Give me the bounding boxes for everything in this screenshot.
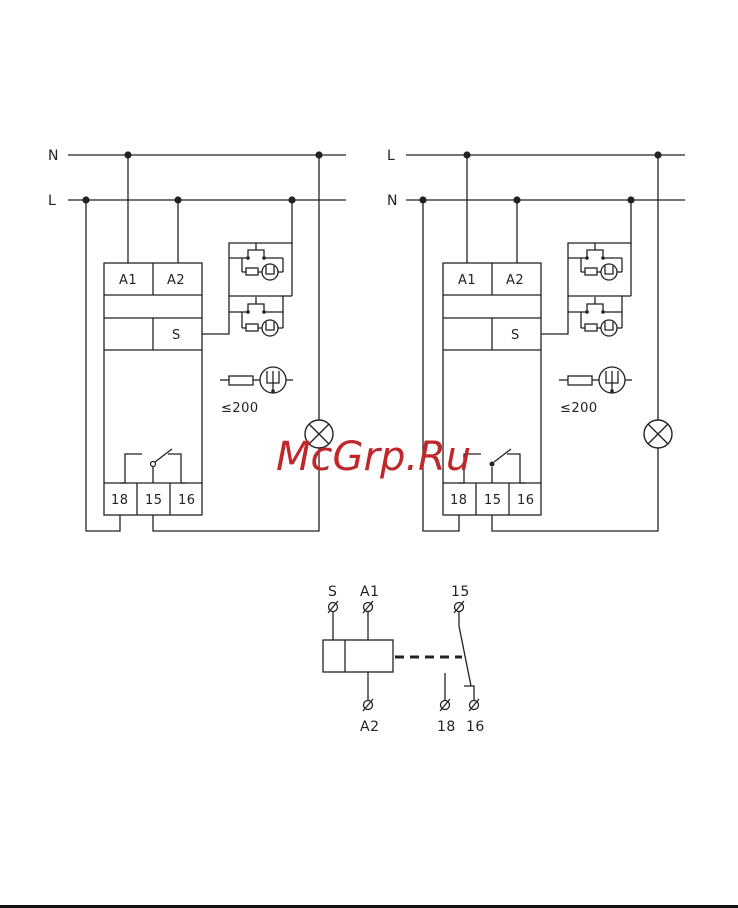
relay-coil <box>323 640 393 672</box>
left-terminal-16: 16 <box>178 493 196 508</box>
right-pushbutton-1 <box>568 243 622 280</box>
terminal-marker-a2 <box>363 699 373 711</box>
symbol-label-16: 16 <box>466 719 485 735</box>
relay-symbol: S A1 15 A2 <box>323 584 485 735</box>
terminal-marker-a1 <box>363 601 373 613</box>
right-terminal-18: 18 <box>450 493 468 508</box>
left-pushbutton-1 <box>229 243 283 280</box>
left-terminal-18: 18 <box>111 493 129 508</box>
left-rail-top-label: N <box>48 148 59 164</box>
left-rail-bottom-label: L <box>48 193 56 209</box>
terminal-marker-16 <box>469 699 479 711</box>
left-terminal-15: 15 <box>145 493 163 508</box>
symbol-label-15: 15 <box>451 584 470 600</box>
symbol-label-a1: A1 <box>360 584 379 600</box>
terminal-marker-18 <box>440 699 450 711</box>
right-rail-top-label: L <box>387 148 395 164</box>
watermark-text: McGrp.Ru <box>276 434 471 480</box>
terminal-marker-s <box>328 601 338 613</box>
left-contact-symbol <box>120 449 186 483</box>
left-illuminated-button-legend: ≤200 <box>220 367 293 416</box>
right-lamp-icon <box>644 420 672 448</box>
left-terminal-a2: A2 <box>167 273 185 288</box>
right-terminal-a1: A1 <box>458 273 476 288</box>
left-terminal-s: S <box>172 328 181 343</box>
right-terminal-a2: A2 <box>506 273 524 288</box>
symbol-label-18: 18 <box>437 719 456 735</box>
right-pushbutton-2 <box>568 243 631 336</box>
symbol-label-a2: A2 <box>360 719 379 735</box>
right-terminal-s: S <box>511 328 520 343</box>
left-relay-module: A1 A2 S 18 15 16 <box>104 263 202 515</box>
left-lamp-limit: ≤200 <box>221 401 259 416</box>
terminal-marker-15 <box>454 601 464 613</box>
right-lamp-limit: ≤200 <box>560 401 598 416</box>
right-rail-bottom-label: N <box>387 193 398 209</box>
left-pushbutton-2 <box>229 243 292 336</box>
right-illuminated-button-legend: ≤200 <box>559 367 632 416</box>
left-terminal-a1: A1 <box>119 273 137 288</box>
symbol-label-s: S <box>328 584 337 600</box>
right-terminal-16: 16 <box>517 493 535 508</box>
right-terminal-15: 15 <box>484 493 502 508</box>
